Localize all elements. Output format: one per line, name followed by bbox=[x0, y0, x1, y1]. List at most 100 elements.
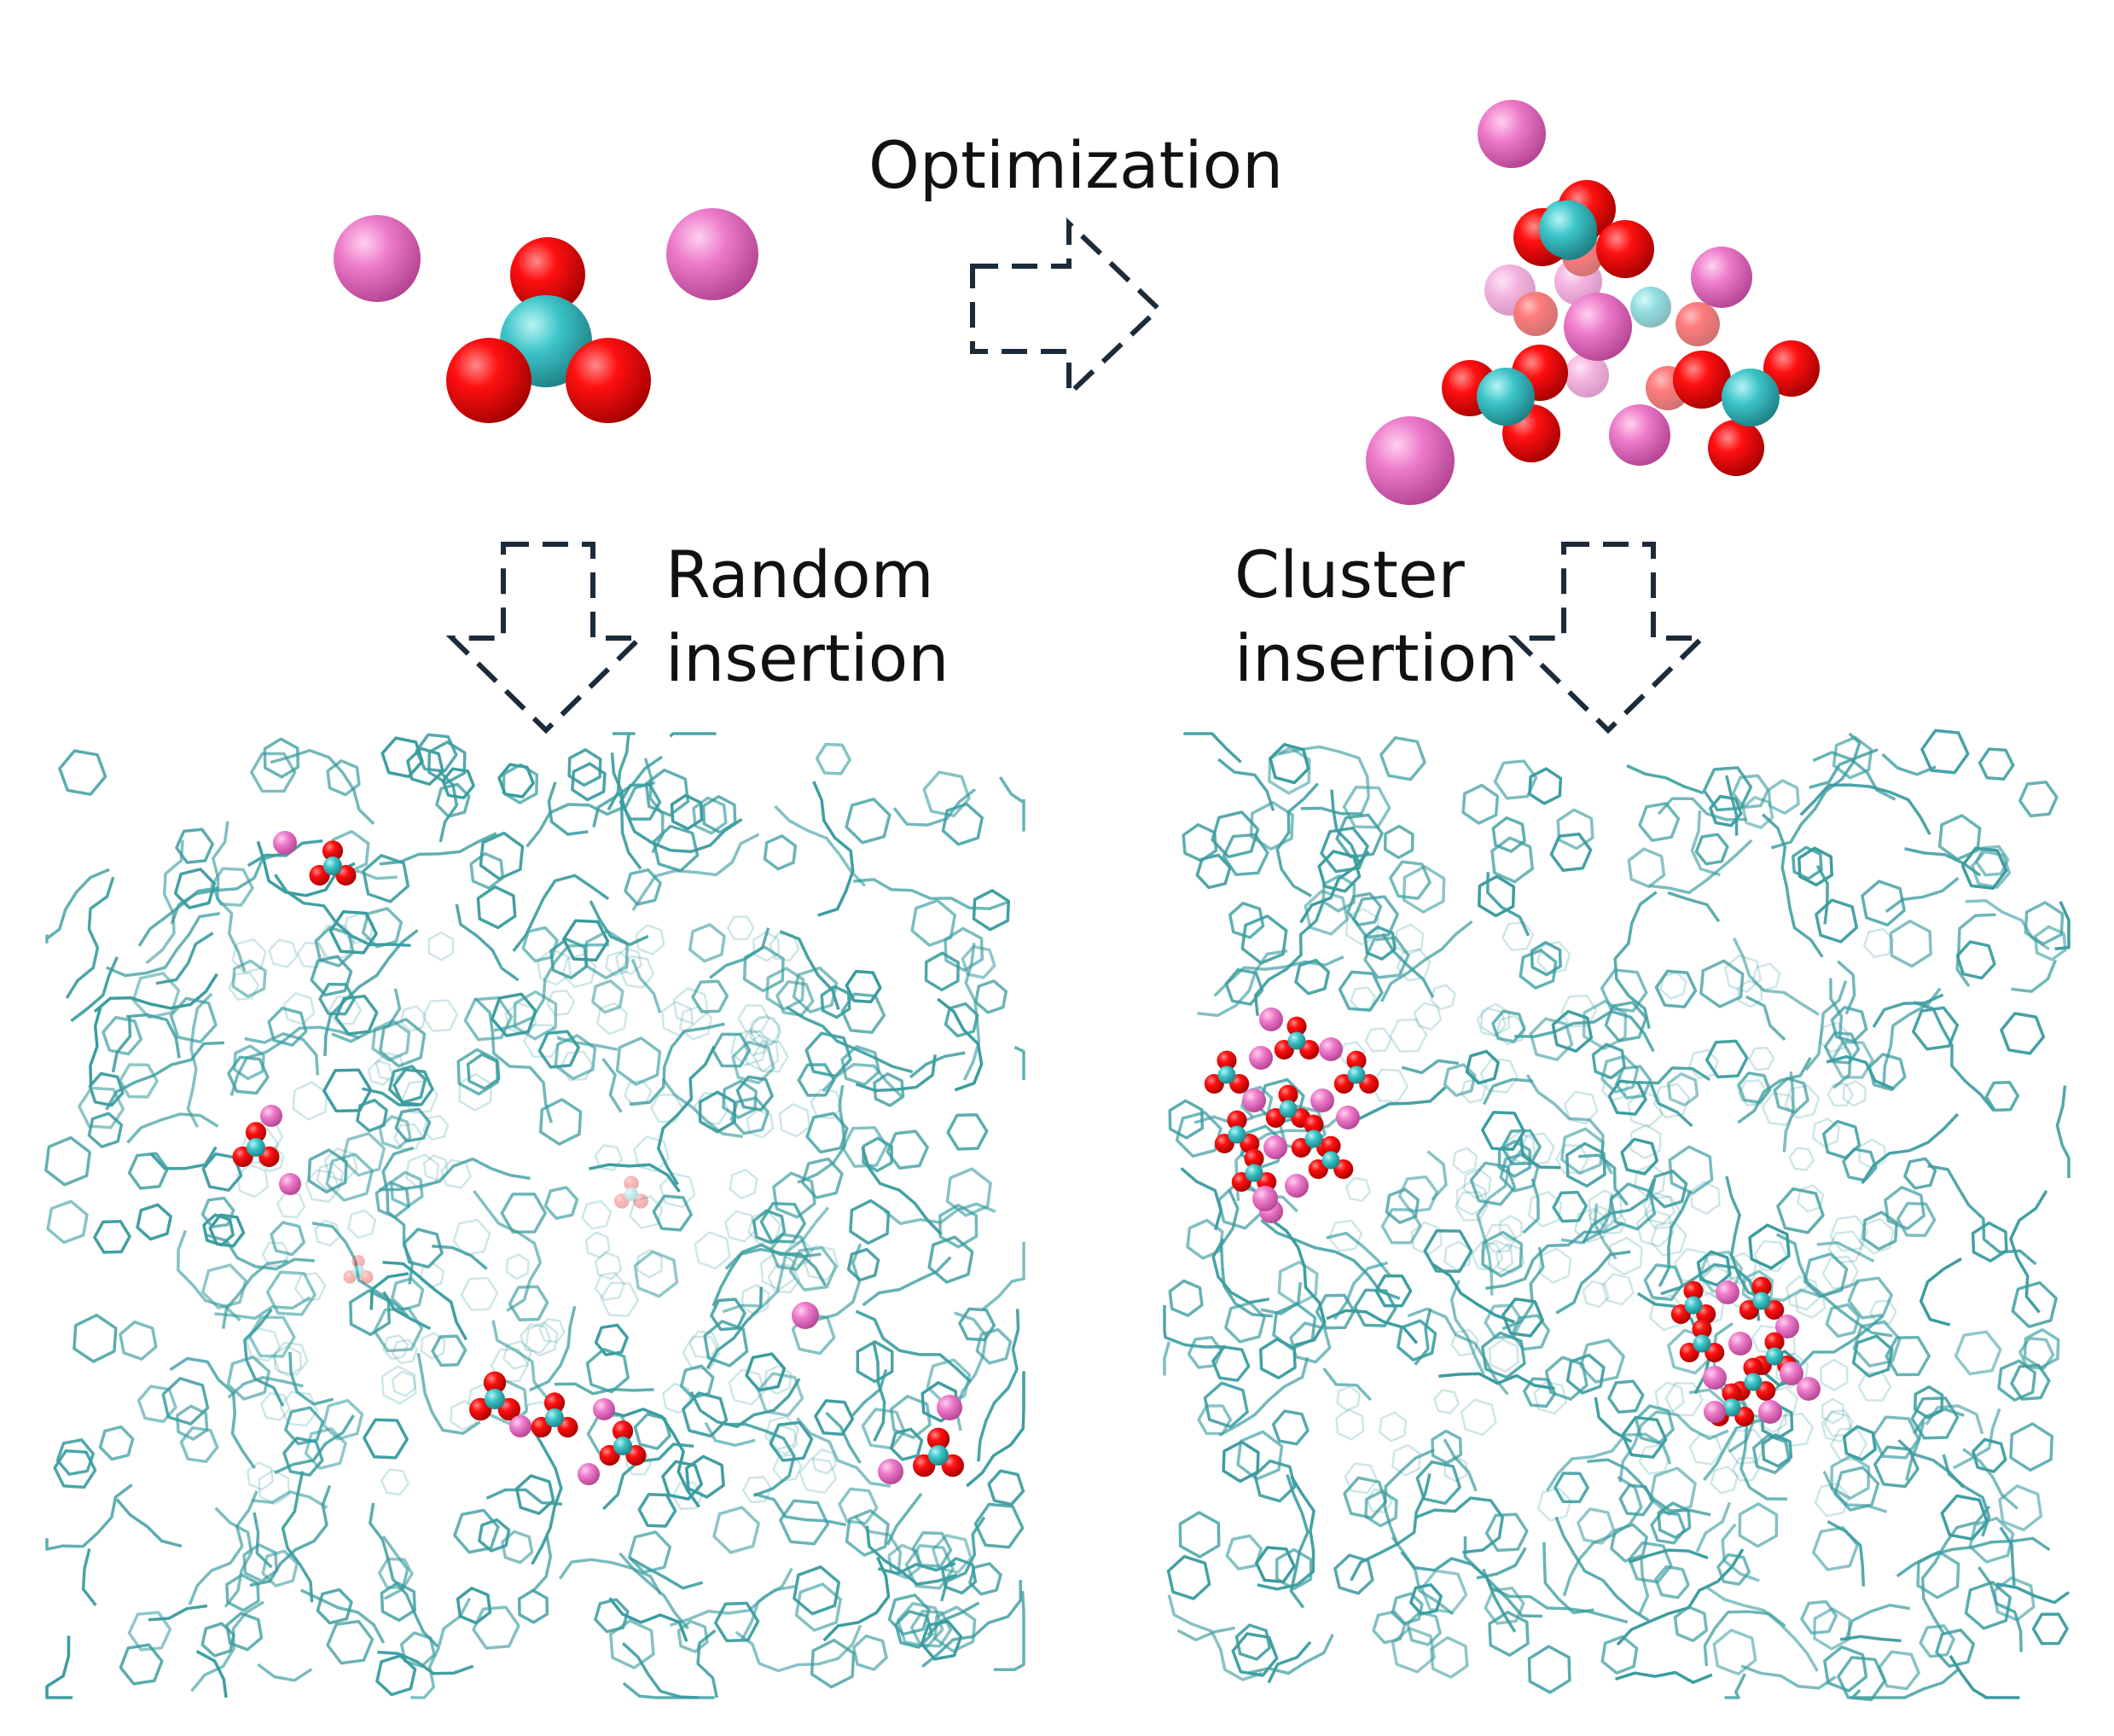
framework-linker bbox=[547, 781, 589, 836]
cation-sphere bbox=[666, 208, 758, 300]
framework-ring bbox=[849, 1199, 891, 1245]
central-atom-sphere bbox=[1630, 287, 1671, 328]
framework-ring bbox=[722, 1079, 758, 1119]
framework-ring bbox=[1527, 1190, 1563, 1228]
framework-ring bbox=[765, 967, 805, 1011]
framework-ring bbox=[710, 1298, 746, 1332]
central-atom-sphere bbox=[1304, 1129, 1323, 1148]
framework-ring bbox=[1609, 1182, 1657, 1231]
framework-linker bbox=[1350, 1473, 1432, 1582]
framework-ring bbox=[1443, 1063, 1477, 1097]
framework-linker bbox=[1913, 1001, 1995, 1112]
framework-ring bbox=[1353, 1288, 1397, 1327]
framework-linker bbox=[148, 1604, 208, 1622]
framework-ring bbox=[225, 1573, 260, 1612]
dashed-down-arrow-icon bbox=[445, 542, 647, 734]
framework-ring bbox=[310, 955, 353, 997]
central-atom-sphere bbox=[1722, 1398, 1741, 1417]
framework-linker bbox=[853, 878, 1010, 910]
framework-linker bbox=[1740, 1664, 1837, 1690]
framework-ring bbox=[1830, 1005, 1868, 1043]
framework-linker bbox=[1449, 1280, 1485, 1375]
framework-ring bbox=[349, 1289, 391, 1337]
framework-linker bbox=[1804, 980, 1848, 1071]
framework-ring bbox=[1823, 1645, 1868, 1692]
salt-ion-group bbox=[334, 208, 758, 423]
cation-sphere bbox=[1319, 1037, 1343, 1061]
framework-linker bbox=[1587, 1458, 1711, 1517]
framework-linker bbox=[1706, 1586, 1819, 1672]
oxygen-sphere bbox=[1217, 1050, 1237, 1071]
framework-linker bbox=[473, 1189, 543, 1312]
framework-ring bbox=[261, 1549, 299, 1588]
random-insertion-label-line2: insertion bbox=[665, 620, 950, 696]
framework-linker bbox=[1299, 850, 1370, 924]
cation-sphere bbox=[279, 1173, 301, 1195]
framework-linker bbox=[45, 868, 110, 943]
framework-linker bbox=[416, 1352, 481, 1436]
framework-ring bbox=[1797, 846, 1833, 887]
central-atom-sphere bbox=[1744, 1373, 1763, 1391]
framework-ring bbox=[1178, 1511, 1221, 1559]
framework-ring bbox=[1649, 1170, 1688, 1209]
framework-ring bbox=[508, 1285, 549, 1322]
cation-sphere bbox=[878, 1459, 903, 1484]
framework-linker bbox=[1822, 1471, 1888, 1513]
framework-linker bbox=[1554, 1516, 1650, 1623]
framework-ring bbox=[728, 1368, 765, 1406]
framework-linker bbox=[1648, 839, 1753, 895]
framework-linker bbox=[2055, 1085, 2070, 1178]
framework-ring bbox=[1519, 949, 1558, 990]
framework-linker bbox=[661, 1077, 743, 1139]
framework-linker bbox=[243, 1308, 285, 1407]
framework-linker bbox=[722, 1206, 830, 1314]
framework-linker bbox=[740, 1584, 796, 1640]
framework-ring bbox=[1972, 1437, 2007, 1473]
cation-sphere bbox=[334, 215, 421, 302]
framework-linker bbox=[812, 781, 855, 917]
framework-linker bbox=[512, 874, 610, 952]
framework-ring bbox=[1335, 1408, 1365, 1441]
framework-ring bbox=[1654, 1381, 1685, 1414]
framework-ring bbox=[887, 1594, 931, 1636]
framework-linker bbox=[1844, 1603, 1911, 1641]
framework-linker bbox=[125, 1013, 181, 1059]
oxygen-sphere bbox=[1321, 1135, 1341, 1156]
oxygen-sphere bbox=[446, 338, 531, 423]
framework-ring bbox=[1837, 1656, 1887, 1702]
framework-linker bbox=[1197, 949, 1288, 1018]
framework-ring bbox=[1342, 786, 1391, 829]
framework-ring bbox=[1601, 1273, 1635, 1306]
framework-ring bbox=[93, 1220, 131, 1254]
framework-linker bbox=[622, 1681, 715, 1699]
framework-ring bbox=[202, 1213, 235, 1247]
framework-linker bbox=[1703, 1415, 1776, 1482]
framework-ring bbox=[1582, 999, 1628, 1051]
framework-ring bbox=[1491, 816, 1526, 853]
framework-linker bbox=[1948, 1654, 2020, 1699]
framework-ring bbox=[1761, 1433, 1793, 1468]
framework-ring bbox=[1501, 920, 1535, 952]
framework-ring bbox=[1657, 1501, 1692, 1540]
framework-ring bbox=[208, 1213, 246, 1248]
framework-ring bbox=[933, 1605, 977, 1653]
framework-ring bbox=[73, 1313, 118, 1363]
framework-ring bbox=[87, 1112, 124, 1148]
framework-ring bbox=[200, 1263, 247, 1309]
framework-ring bbox=[1364, 1489, 1398, 1528]
framework-ring bbox=[814, 1399, 855, 1437]
framework-ring bbox=[1954, 1330, 2002, 1376]
framework-ring bbox=[362, 854, 410, 903]
framework-linker bbox=[1925, 1404, 1984, 1435]
framework-linker bbox=[331, 988, 402, 1043]
framework-ring bbox=[922, 770, 971, 818]
oxygen-sphere bbox=[1673, 351, 1731, 409]
framework-linker bbox=[1861, 1112, 1960, 1185]
framework-ring bbox=[1493, 759, 1538, 800]
framework-ring bbox=[1527, 1645, 1571, 1694]
framework-ring bbox=[1523, 1377, 1557, 1408]
framework-ring bbox=[1478, 874, 1516, 918]
framework-linker bbox=[244, 1032, 320, 1076]
framework-ring bbox=[225, 1611, 264, 1652]
framework-ring bbox=[1827, 1083, 1854, 1107]
